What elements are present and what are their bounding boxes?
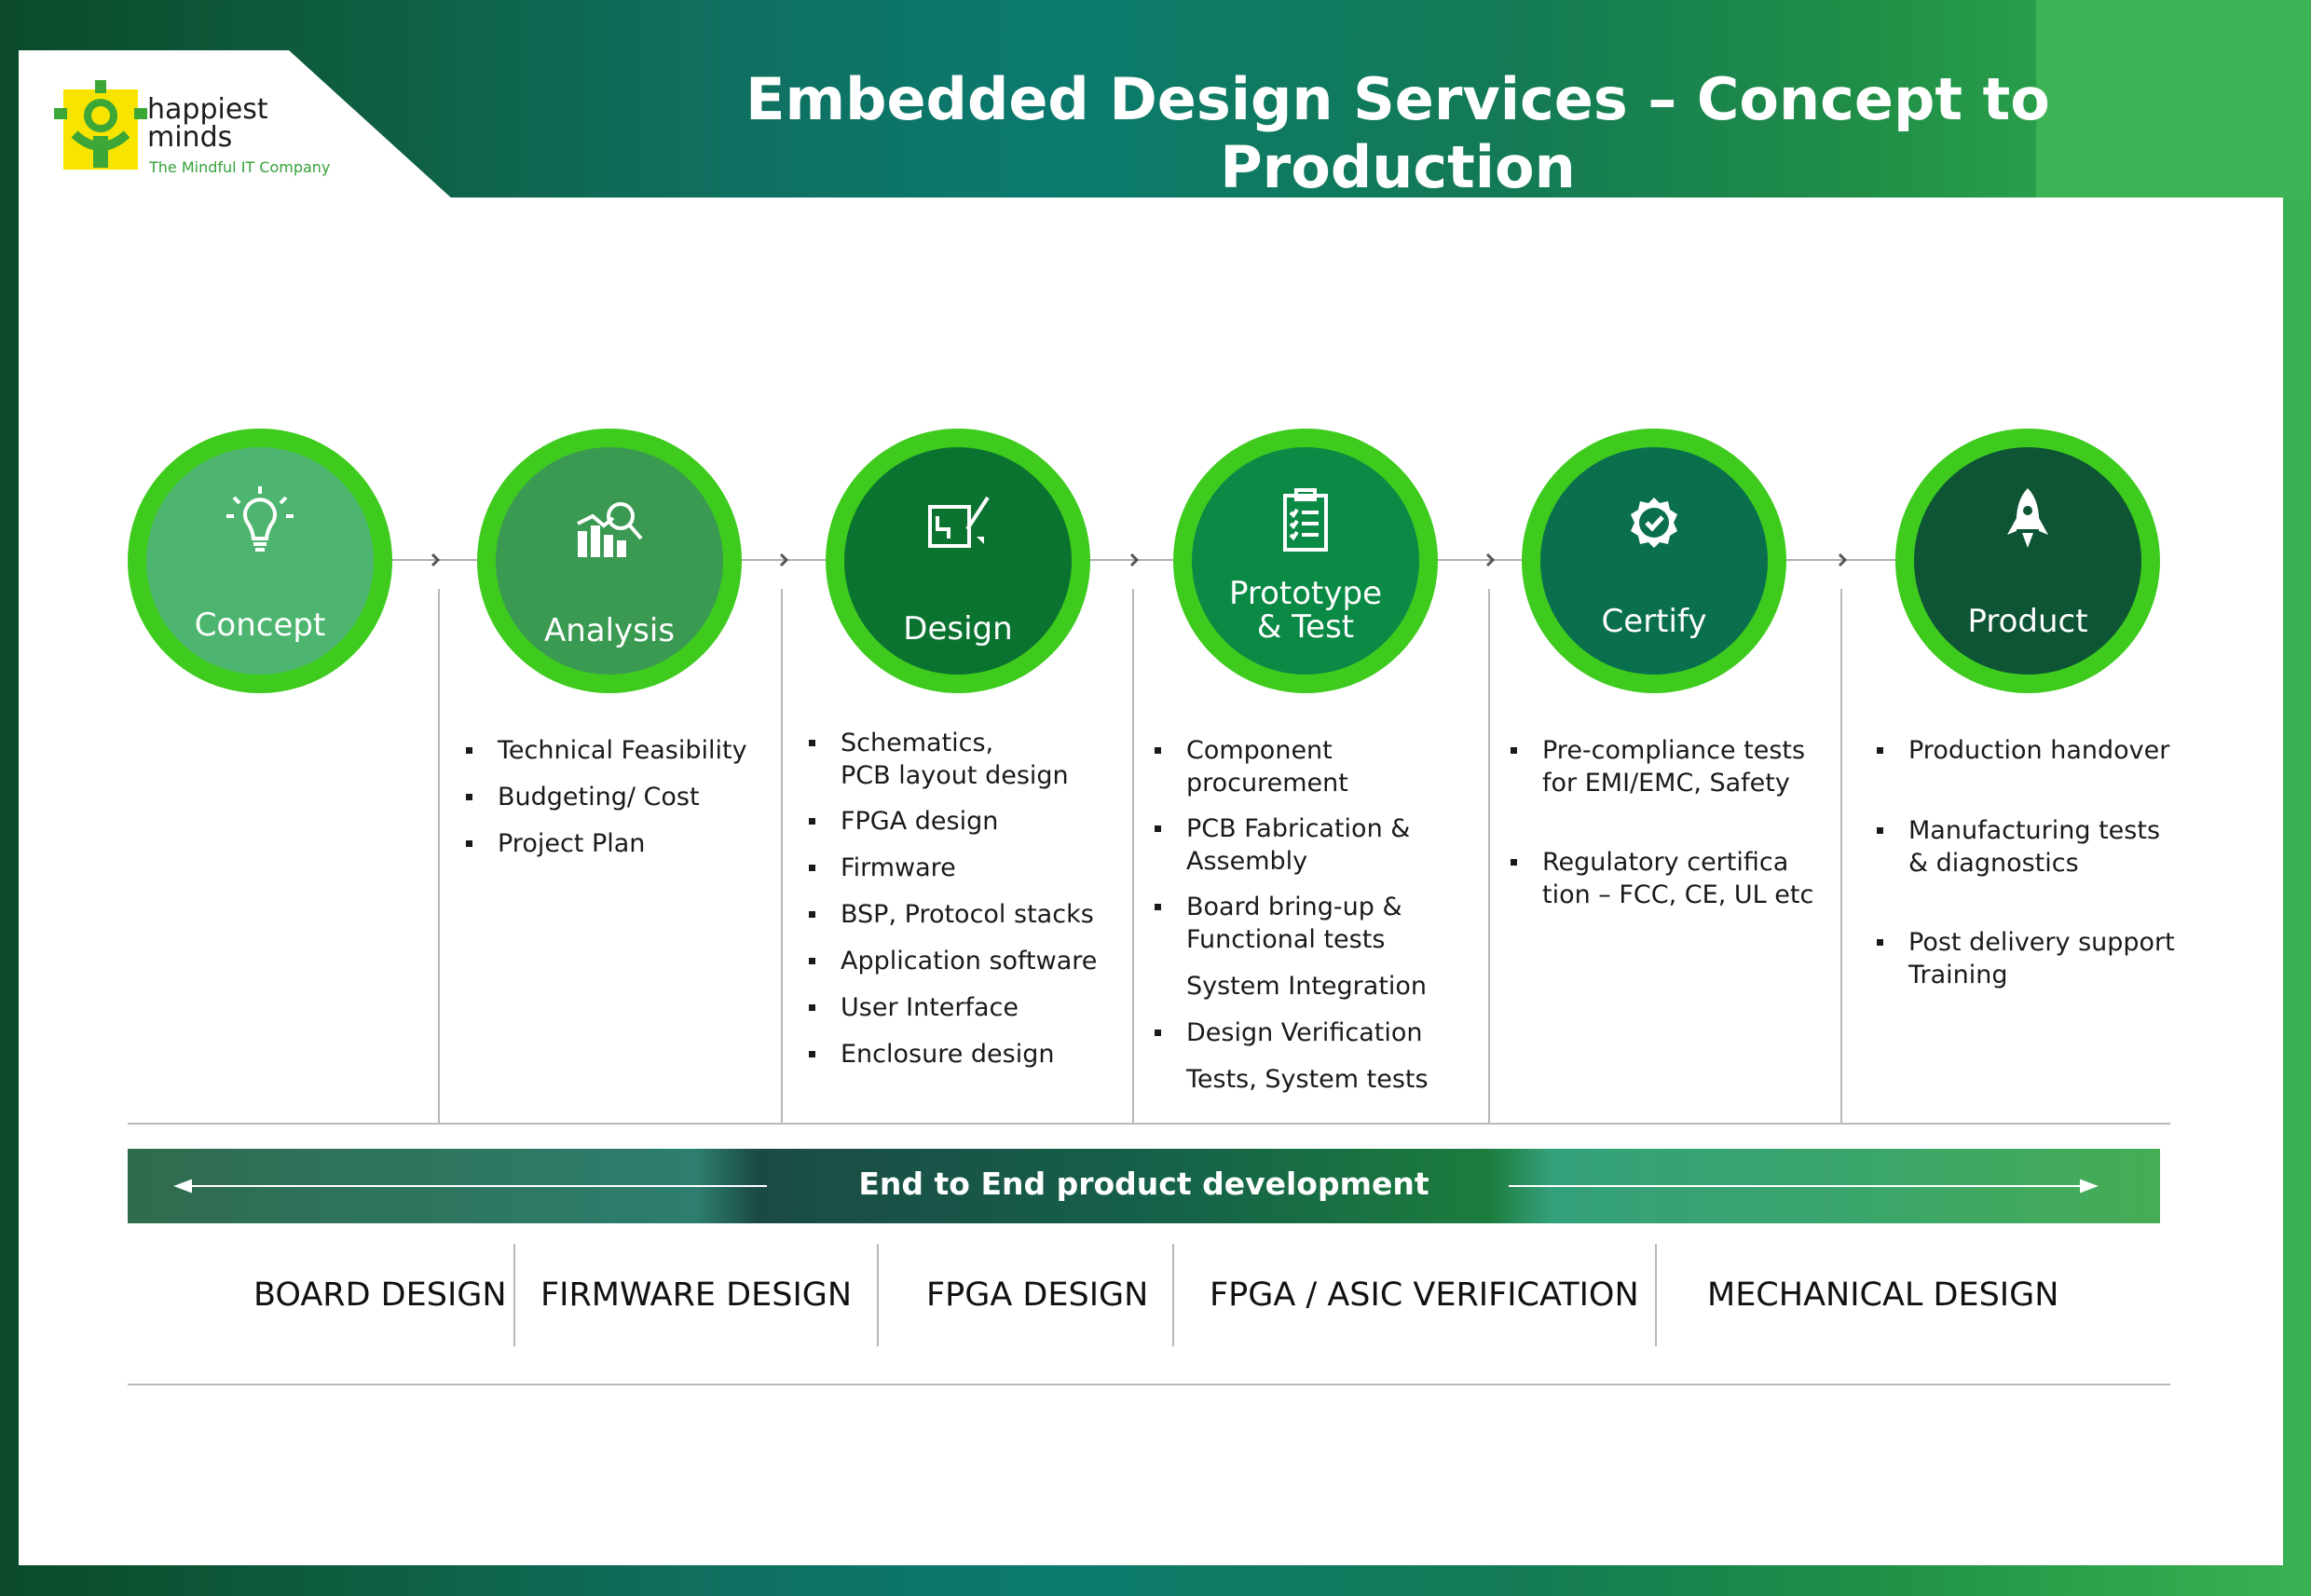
stage-certify[interactable]: Certify [1522,429,1786,693]
stage-label-line1: Prototype [1228,575,1383,612]
stage-label: Design [903,610,1013,648]
stage-circle-fill: Concept [146,447,374,675]
chart-magnifier-icon [577,502,643,557]
column-divider [781,589,783,1124]
list-item: User Interface [809,991,1019,1024]
list-item-continuation: Functional tests [1186,925,1386,954]
list-item: Pre-compliance tests [1511,734,1805,767]
stage-circle-fill: Product [1914,447,2141,675]
double-arrow-icon [173,1179,2099,1194]
list-item: Firmware [809,852,956,884]
rocket-icon [2007,488,2048,548]
list-item-continuation: & diagnostics [1908,849,2079,878]
header-banner [0,0,2311,199]
arrow-icon [779,552,789,567]
arrow-icon [1485,552,1496,567]
list-item-continuation: System Integration [1186,972,1428,1001]
stage-label: Analysis [543,612,676,649]
stage-label: Concept [194,607,326,644]
stage-label: Certify [1601,603,1707,640]
capability-divider [1172,1244,1174,1346]
lightbulb-icon [226,486,294,552]
band-label: End to End product development [858,1166,1429,1202]
arrow-icon [431,552,441,567]
list-item-continuation: PCB layout design [841,761,1069,790]
stage-circle-fill: Analysis [496,447,723,675]
list-item: Design Verification [1155,1016,1423,1049]
list-item-continuation: Assembly [1186,847,1308,876]
stage-circle-fill: Certify [1540,447,1768,675]
list-item: PCB Fabrication & [1155,812,1410,845]
stage-label-line2: & Test [1256,608,1355,646]
list-item: Enclosure design [809,1038,1055,1071]
list-item: Technical Feasibility [466,734,747,767]
badge-check-icon [1631,498,1677,548]
list-item: Component [1155,734,1333,767]
column-divider [1132,589,1134,1124]
section-divider [128,1123,2170,1125]
capability-divider [1655,1244,1657,1346]
list-item: FPGA design [809,805,998,838]
bottom-divider [128,1384,2170,1385]
list-item: Production handover [1877,734,2169,767]
capability-fpga-design: FPGA DESIGN [926,1276,1149,1314]
stage-design[interactable]: Design [826,429,1090,693]
stage-analysis[interactable]: Analysis [477,429,742,693]
list-item-continuation: for EMI/EMC, Safety [1542,769,1790,798]
list-item-continuation: Training [1908,961,2008,989]
capability-mechanical-design: MECHANICAL DESIGN [1707,1276,2059,1314]
list-item: Manufacturing tests [1877,814,2160,847]
arrow-icon [1838,552,1848,567]
capability-fpga-asic-verification: FPGA / ASIC VERIFICATION [1210,1276,1639,1314]
list-item-continuation: Tests, System tests [1186,1065,1429,1094]
stage-circle-fill: Prototype & Test [1192,447,1419,675]
stage-concept[interactable]: Concept [128,429,392,693]
list-item: Application software [809,945,1097,977]
column-divider [438,589,440,1124]
content-card [19,198,2283,1565]
list-item-continuation: tion – FCC, CE, UL etc [1542,880,1814,909]
stage-product[interactable]: Product [1895,429,2160,693]
capability-divider [877,1244,879,1346]
list-item: Board bring-up & [1155,891,1402,923]
column-divider [1840,589,1842,1124]
column-divider [1488,589,1490,1124]
list-item-continuation: procurement [1186,769,1348,798]
list-item: BSP, Protocol stacks [809,898,1094,931]
capability-divider [513,1244,515,1346]
stage-label: Product [1967,603,2088,640]
list-item: Schematics, [809,727,993,759]
list-item: Post delivery support [1877,926,2175,959]
design-edit-icon [928,496,990,548]
logo-wordmark-line1: happiest [147,93,268,126]
list-item: Project Plan [466,827,645,860]
process-connector-line [373,559,1957,561]
page-title: Embedded Design Services – Concept to Pr… [745,65,2050,201]
capability-firmware-design: FIRMWARE DESIGN [540,1276,853,1314]
clipboard-icon [1283,488,1328,552]
logo-wordmark-line2: minds [147,121,233,154]
banner-shapes [2036,0,2311,199]
capability-board-design: BOARD DESIGN [253,1276,507,1314]
happiest-minds-logo-icon [54,80,147,170]
end-to-end-band: End to End product development [128,1149,2160,1223]
stage-prototype-test[interactable]: Prototype & Test [1173,429,1438,693]
list-item: Budgeting/ Cost [466,781,700,813]
list-item: Regulatory certifica [1511,846,1788,879]
logo-tagline: The Mindful IT Company [149,158,331,176]
arrow-icon [1129,552,1140,567]
stage-circle-fill: Design [844,447,1072,675]
